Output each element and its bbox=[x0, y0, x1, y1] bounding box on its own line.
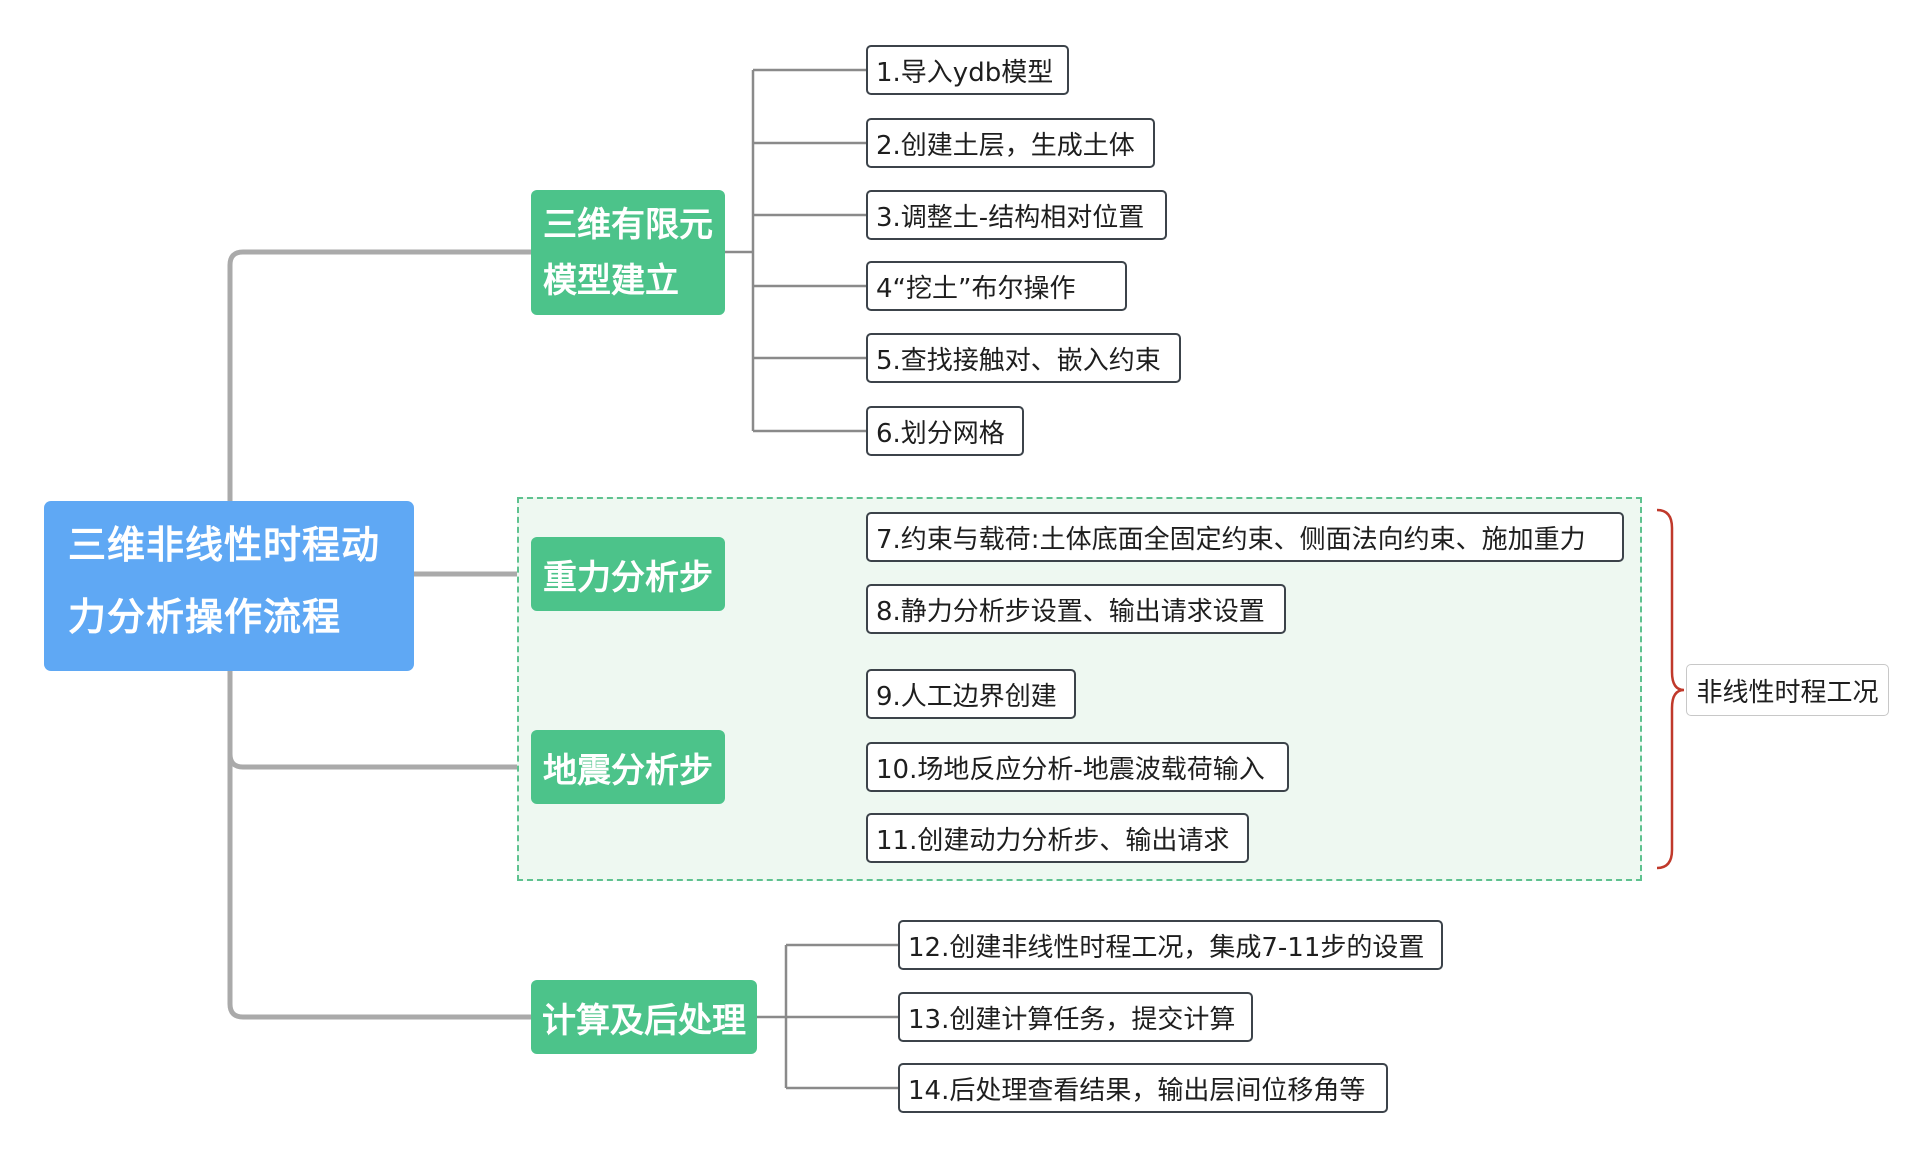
step-label: 5.查找接触对、嵌入约束 bbox=[876, 345, 1161, 376]
step-node-12[interactable]: 12.创建非线性时程工况，集成7-11步的设置 bbox=[898, 920, 1443, 970]
step-node-14[interactable]: 14.后处理查看结果，输出层间位移角等 bbox=[898, 1063, 1388, 1113]
step-label: 1.导入ydb模型 bbox=[876, 57, 1054, 88]
branch-fe-model[interactable]: 三维有限元 模型建立 bbox=[531, 190, 725, 315]
step-label: 13.创建计算任务，提交计算 bbox=[908, 1004, 1236, 1035]
root-title-line1: 三维非线性时程动 bbox=[68, 523, 381, 567]
step-node-13[interactable]: 13.创建计算任务，提交计算 bbox=[898, 992, 1253, 1042]
step-node-7[interactable]: 7.约束与载荷:土体底面全固定约束、侧面法向约束、施加重力 bbox=[866, 512, 1624, 562]
branch-fe-model-line1: 三维有限元 bbox=[543, 204, 713, 245]
step-node-4[interactable]: 4“挖土”布尔操作 bbox=[866, 261, 1127, 311]
step-label: 14.后处理查看结果，输出层间位移角等 bbox=[908, 1075, 1366, 1106]
step-label: 12.创建非线性时程工况，集成7-11步的设置 bbox=[908, 932, 1425, 963]
step-label: 6.划分网格 bbox=[876, 418, 1005, 449]
step-node-11[interactable]: 11.创建动力分析步、输出请求 bbox=[866, 813, 1249, 863]
branch-fe-model-line2: 模型建立 bbox=[543, 260, 679, 301]
branch-gravity-step-label: 重力分析步 bbox=[543, 557, 713, 598]
root-topic[interactable]: 三维非线性时程动 力分析操作流程 bbox=[44, 501, 414, 671]
summary-label: 非线性时程工况 bbox=[1696, 677, 1879, 708]
branch-compute-postprocess[interactable]: 计算及后处理 bbox=[531, 980, 757, 1054]
step-node-9[interactable]: 9.人工边界创建 bbox=[866, 669, 1076, 719]
step-node-10[interactable]: 10.场地反应分析-地震波载荷输入 bbox=[866, 742, 1289, 792]
step-node-3[interactable]: 3.调整土-结构相对位置 bbox=[866, 190, 1167, 240]
branch-gravity-step[interactable]: 重力分析步 bbox=[531, 537, 725, 611]
summary-brace bbox=[1656, 508, 1685, 870]
connector-root-branch4 bbox=[227, 751, 534, 1020]
branch-seismic-step-label: 地震分析步 bbox=[543, 750, 713, 791]
step-label: 4“挖土”布尔操作 bbox=[876, 273, 1076, 304]
step-node-8[interactable]: 8.静力分析步设置、输出请求设置 bbox=[866, 584, 1286, 634]
step-label: 7.约束与载荷:土体底面全固定约束、侧面法向约束、施加重力 bbox=[876, 524, 1586, 555]
step-label: 9.人工边界创建 bbox=[876, 681, 1057, 712]
step-node-1[interactable]: 1.导入ydb模型 bbox=[866, 45, 1069, 95]
step-node-6[interactable]: 6.划分网格 bbox=[866, 406, 1024, 456]
root-title-line2: 力分析操作流程 bbox=[68, 595, 342, 639]
step-label: 11.创建动力分析步、输出请求 bbox=[876, 825, 1230, 856]
step-label: 3.调整土-结构相对位置 bbox=[876, 202, 1145, 233]
step-label: 10.场地反应分析-地震波载荷输入 bbox=[876, 754, 1265, 785]
step-node-5[interactable]: 5.查找接触对、嵌入约束 bbox=[866, 333, 1181, 383]
branch-seismic-step[interactable]: 地震分析步 bbox=[531, 730, 725, 804]
step-label: 2.创建土层，生成土体 bbox=[876, 130, 1135, 161]
connector-root-branch1 bbox=[227, 249, 534, 504]
summary-node[interactable]: 非线性时程工况 bbox=[1686, 664, 1889, 716]
step-label: 8.静力分析步设置、输出请求设置 bbox=[876, 596, 1265, 627]
step-node-2[interactable]: 2.创建土层，生成土体 bbox=[866, 118, 1155, 168]
branch-compute-postprocess-label: 计算及后处理 bbox=[542, 1000, 746, 1041]
